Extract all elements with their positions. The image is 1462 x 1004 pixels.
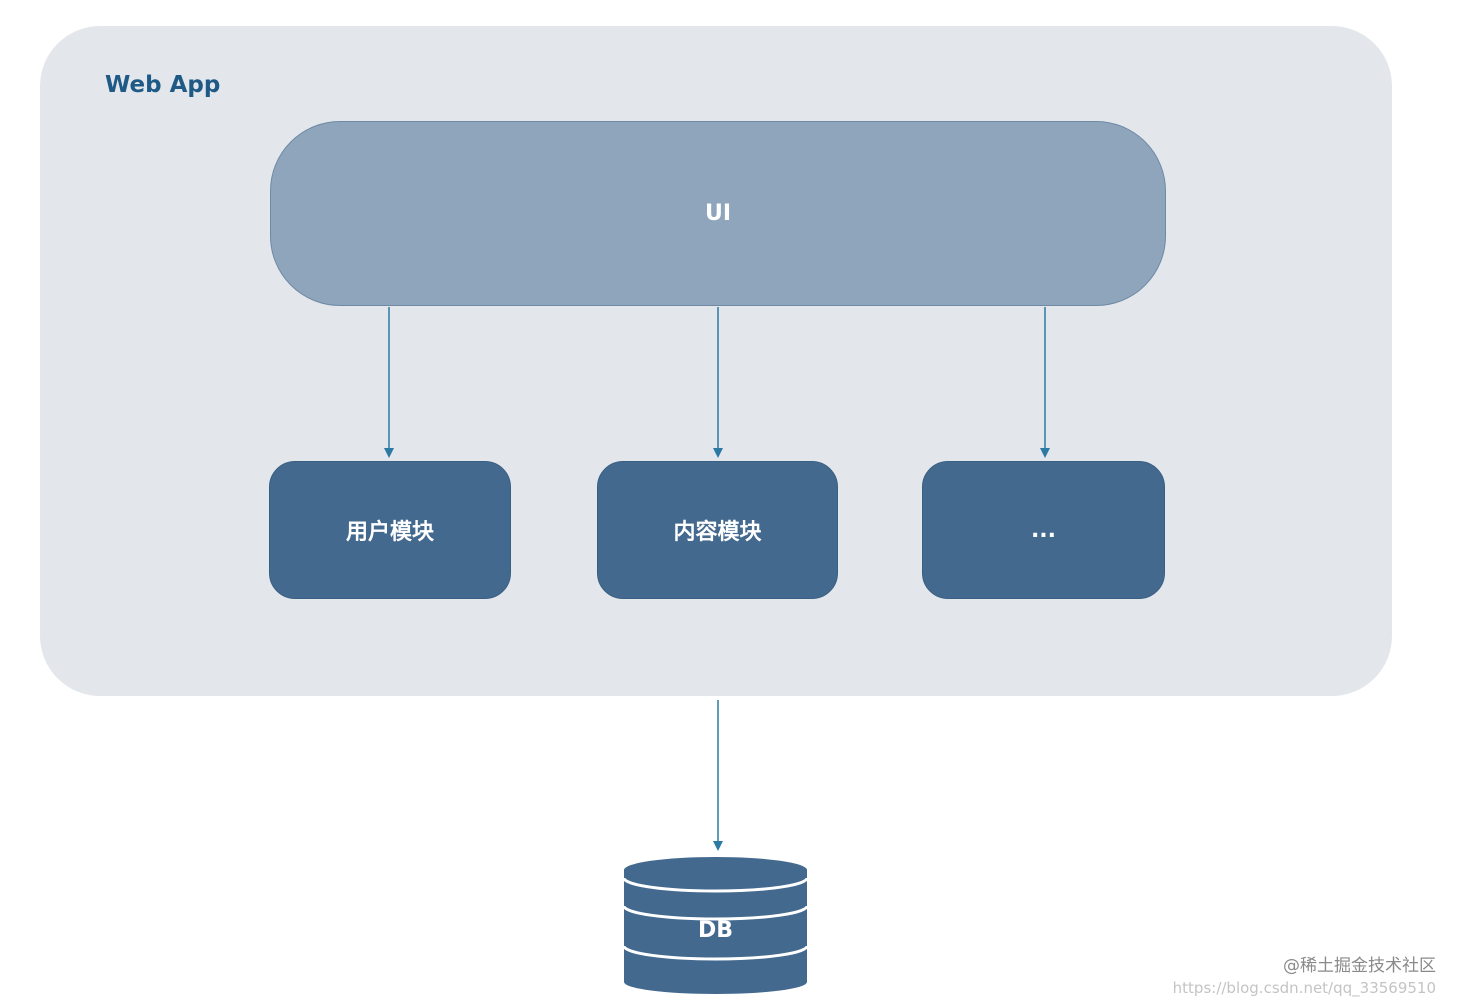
more-module-box: ...: [922, 461, 1165, 599]
watermark: @稀土掘金技术社区 https://blog.csdn.net/qq_33569…: [1173, 955, 1436, 999]
web-app-title: Web App: [105, 72, 221, 98]
ui-layer-box: UI: [270, 121, 1166, 306]
ui-layer-label: UI: [704, 201, 732, 226]
user-module-label: 用户模块: [345, 520, 434, 545]
content-module-box: 内容模块: [597, 461, 838, 599]
database-label: DB: [697, 918, 734, 943]
user-module-box: 用户模块: [269, 461, 511, 599]
watermark-url: https://blog.csdn.net/qq_33569510: [1172, 979, 1436, 997]
watermark-site: @稀土掘金技术社区: [1283, 956, 1436, 976]
more-module-label: ...: [1030, 517, 1057, 543]
content-module-label: 内容模块: [673, 520, 762, 545]
database-cylinder-icon: [622, 857, 809, 994]
